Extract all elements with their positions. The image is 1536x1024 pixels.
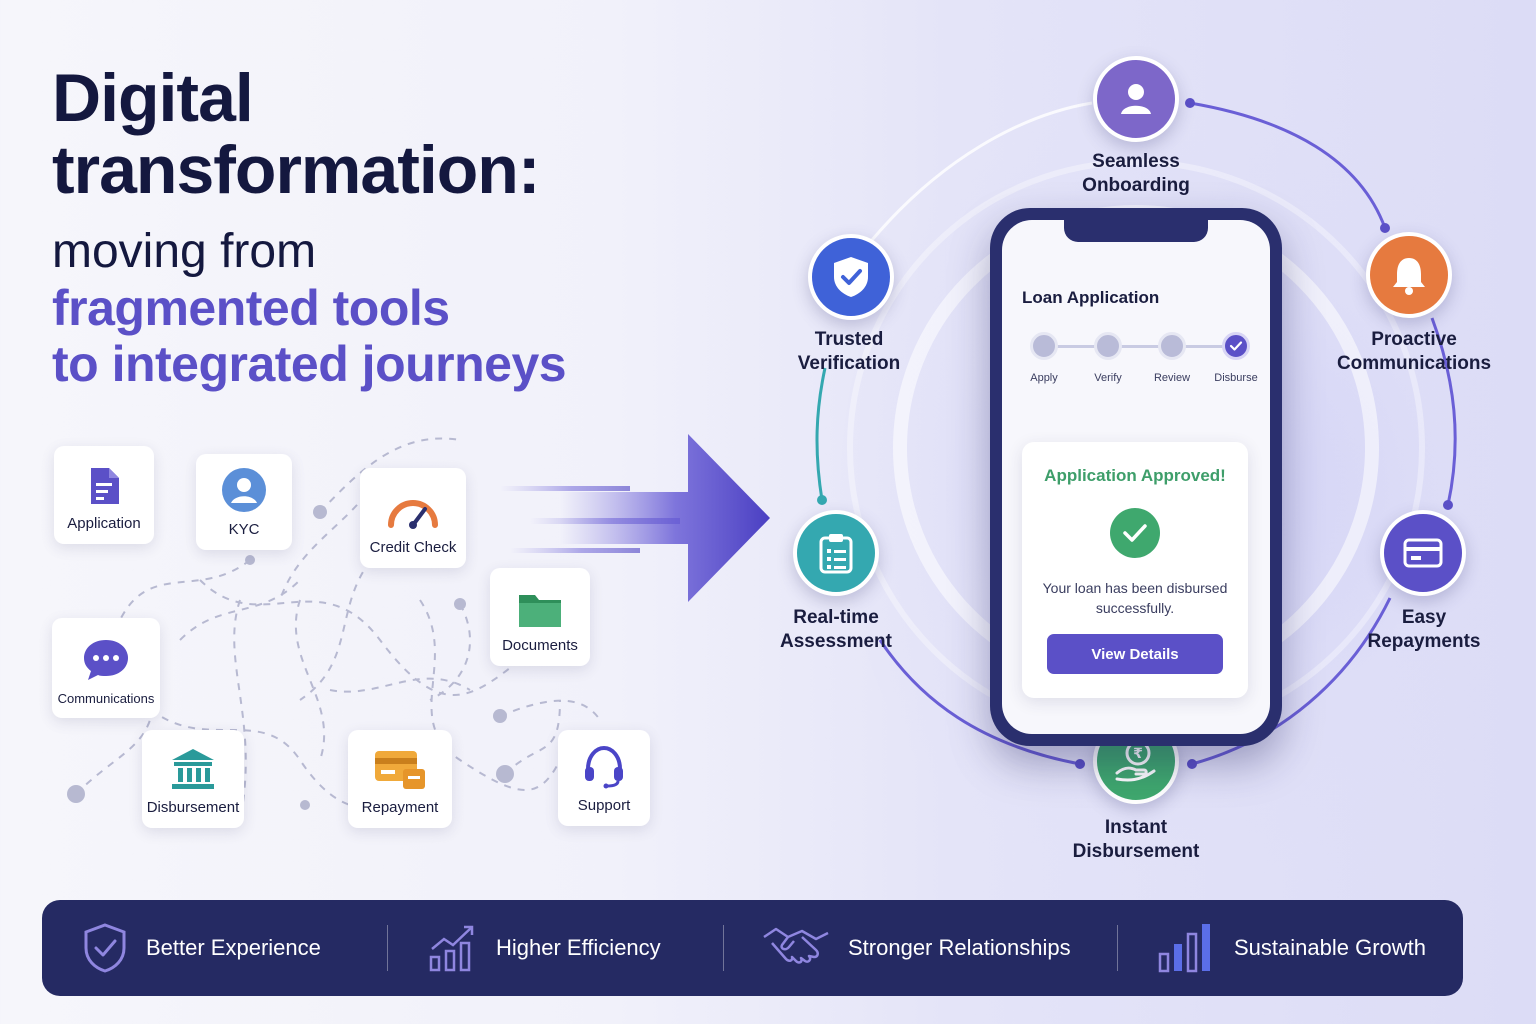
phone-screen: Loan Application Apply Verify Review: [1002, 220, 1270, 734]
benefit-divider: [387, 925, 388, 971]
headline: Digital transformation: moving from frag…: [52, 62, 692, 392]
headset-icon: [585, 745, 623, 789]
approval-title: Application Approved!: [1044, 466, 1226, 485]
tool-card-credit-check[interactable]: Credit Check: [360, 468, 466, 568]
journey-node-verification[interactable]: [808, 234, 894, 320]
app-title: Loan Application: [1022, 288, 1160, 307]
svg-text:₹: ₹: [1133, 746, 1143, 762]
journey-node-repayments[interactable]: [1380, 510, 1466, 596]
tool-label: Support: [577, 797, 631, 814]
benefit-label: Sustainable Growth: [1234, 935, 1426, 960]
tool-label: Communications: [57, 691, 155, 706]
step-dot: [1030, 332, 1058, 360]
growth-chart-icon: [429, 925, 474, 972]
tool-card-support[interactable]: Support: [558, 730, 650, 826]
benefit-divider: [1117, 925, 1118, 971]
user-icon: [1121, 84, 1151, 114]
step-apply[interactable]: Apply: [1012, 332, 1076, 384]
bell-icon: [1393, 258, 1425, 295]
tool-card-disbursement[interactable]: Disbursement: [142, 730, 244, 828]
stepper-track: [1054, 345, 1234, 348]
chat-icon: [84, 640, 128, 680]
step-label: Review: [1153, 372, 1191, 384]
step-dot: [1094, 332, 1122, 360]
approval-message: Your loan has been disbursed successfull…: [1042, 580, 1228, 616]
tool-label: KYC: [228, 521, 260, 538]
handshake-icon: [763, 927, 829, 964]
approval-card: Application Approved! Your loan has been…: [1022, 442, 1248, 698]
benefit-higher-efficiency: Higher Efficiency: [428, 900, 723, 996]
tool-card-repayment[interactable]: Repayment: [348, 730, 452, 828]
step-label: Verify: [1094, 372, 1122, 384]
benefit-stronger-relationships: Stronger Relationships: [762, 900, 1117, 996]
shield-check-icon: [84, 923, 126, 973]
view-details-button[interactable]: View Details: [1047, 634, 1223, 674]
gauge-icon: [388, 500, 438, 529]
journey-node-communications[interactable]: [1366, 232, 1452, 318]
benefit-label: Better Experience: [146, 935, 321, 960]
journey-node-assessment[interactable]: [793, 510, 879, 596]
headline-highlight-line1: fragmented tools: [52, 280, 450, 336]
card-icon: [375, 751, 425, 789]
step-disburse[interactable]: Disburse: [1204, 332, 1268, 384]
user-icon: [222, 468, 266, 512]
phone-mockup: Loan Application Apply Verify Review: [990, 208, 1282, 746]
bank-icon: [172, 749, 214, 789]
phone-notch: [1064, 220, 1208, 242]
document-icon: [91, 468, 119, 504]
benefit-better-experience: Better Experience: [82, 900, 387, 996]
tool-label: Application: [67, 515, 141, 532]
transition-arrow: [500, 434, 770, 602]
step-verify[interactable]: Verify: [1076, 332, 1140, 384]
tool-label: Documents: [502, 637, 578, 654]
tool-label: Credit Check: [369, 539, 457, 556]
check-icon: [1229, 341, 1243, 351]
card-icon: [1403, 538, 1443, 568]
headline-title-line1: Digital: [52, 60, 254, 136]
benefit-label: Stronger Relationships: [848, 935, 1071, 960]
success-check-icon: [1110, 508, 1160, 558]
step-dot: [1158, 332, 1186, 360]
tool-card-kyc[interactable]: KYC: [196, 454, 292, 550]
headline-title-line2: transformation:: [52, 132, 540, 208]
tool-card-communications[interactable]: Communications: [52, 618, 160, 718]
tool-label: Disbursement: [146, 799, 240, 816]
tool-card-documents[interactable]: Documents: [490, 568, 590, 666]
benefits-bar: Better Experience Higher Efficiency Stro…: [42, 900, 1463, 996]
headline-highlight-line2: to integrated journeys: [52, 336, 567, 392]
folder-icon: [519, 595, 561, 627]
benefit-sustainable-growth: Sustainable Growth: [1158, 900, 1426, 996]
progress-stepper: Apply Verify Review Disburse: [1012, 332, 1268, 402]
headline-subtitle: moving from: [52, 225, 317, 278]
step-review[interactable]: Review: [1140, 332, 1204, 384]
tool-card-application[interactable]: Application: [54, 446, 154, 544]
journey-node-onboarding[interactable]: [1093, 56, 1179, 142]
benefit-divider: [723, 925, 724, 971]
bar-chart-icon: [1158, 924, 1210, 973]
benefit-label: Higher Efficiency: [496, 935, 661, 960]
tool-label: Repayment: [361, 799, 439, 816]
shield-icon: [834, 257, 868, 297]
step-label: Apply: [1030, 372, 1058, 384]
clipboard-icon: [819, 534, 853, 574]
check-icon: [1123, 524, 1147, 542]
step-label: Disburse: [1214, 372, 1258, 384]
step-dot-active: [1222, 332, 1250, 360]
